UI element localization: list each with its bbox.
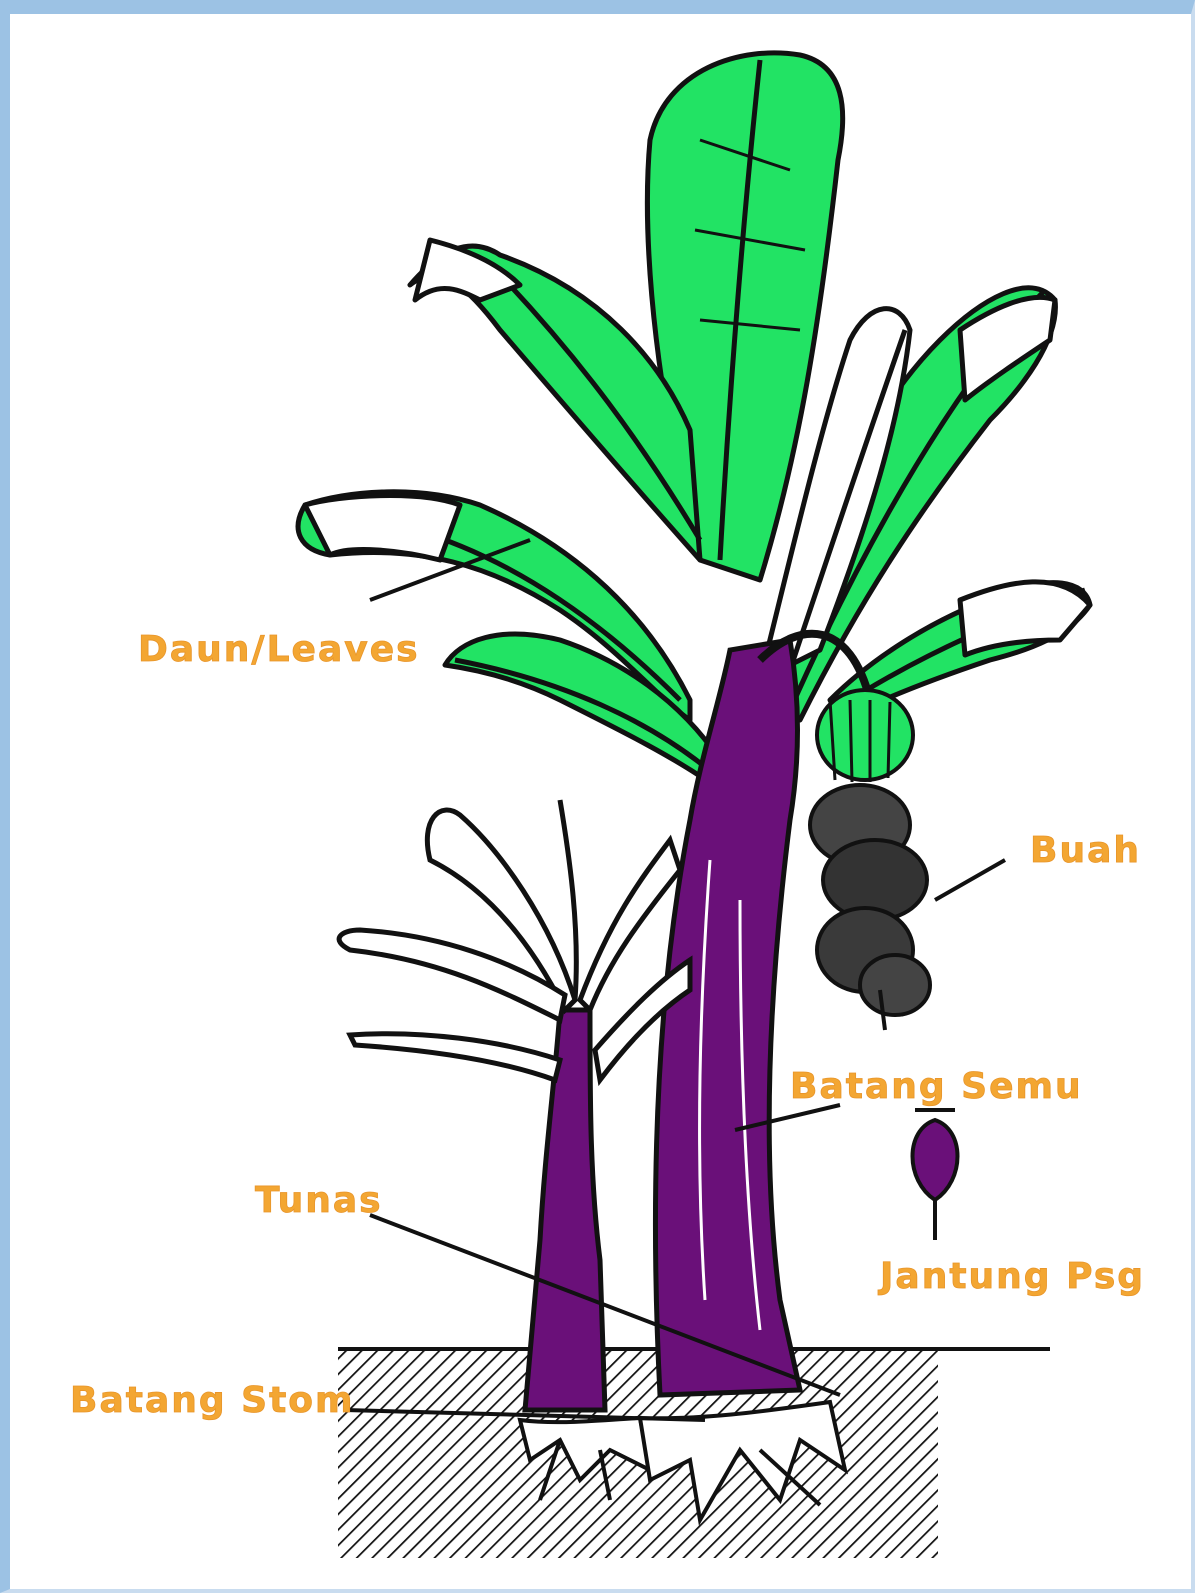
label-pseudostem: Batang Semu (790, 1066, 1083, 1107)
label-corm: Batang Stom (70, 1380, 355, 1421)
label-bud: Jantung Psg (877, 1256, 1145, 1297)
male-bud (913, 1110, 958, 1240)
leaves (298, 53, 1090, 790)
label-fruit: Buah (1030, 830, 1141, 871)
pointer-fruit (935, 860, 1005, 900)
fruit-bunch (810, 690, 930, 1030)
label-leaves: Daun/Leaves (138, 629, 420, 670)
label-sucker: Tunas (255, 1180, 383, 1221)
labels: Daun/Leaves Buah Batang Semu Jantung Psg… (70, 629, 1145, 1421)
